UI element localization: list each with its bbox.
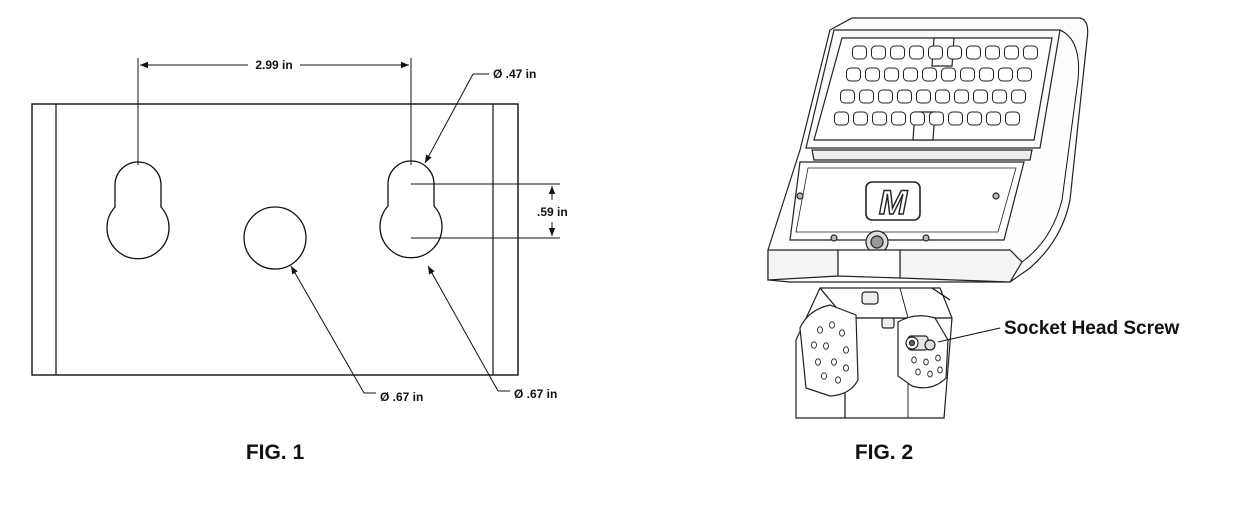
- dim-right-hole-label: Ø .67 in: [514, 387, 557, 401]
- led-lens: [853, 111, 868, 126]
- led-lens: [916, 89, 931, 104]
- fig1-caption: FIG. 1: [246, 441, 305, 464]
- led-lens: [979, 67, 994, 82]
- led-lens: [834, 111, 849, 126]
- led-lens: [948, 111, 963, 126]
- fig2-fixture-drawing: M: [767, 17, 1089, 419]
- led-lens: [985, 45, 1000, 60]
- led-lens: [967, 111, 982, 126]
- led-lens: [935, 89, 950, 104]
- socket-head-screw-callout: Socket Head Screw: [1004, 318, 1180, 339]
- led-lens: [992, 89, 1007, 104]
- led-lens: [909, 45, 924, 60]
- dim-slot-offset-label: .59 in: [537, 205, 568, 219]
- left-keyhole-slot: [106, 161, 170, 260]
- dim-center-hole-label: Ø .67 in: [380, 390, 423, 404]
- led-lens: [973, 89, 988, 104]
- led-lens: [1004, 45, 1019, 60]
- led-lens: [865, 67, 880, 82]
- socket-head-screw: [905, 335, 936, 351]
- right-keyhole-slot: [379, 160, 443, 259]
- fig2-caption: FIG. 2: [855, 441, 913, 464]
- led-lens: [859, 89, 874, 104]
- led-lens: [840, 89, 855, 104]
- fig1-bracket-drawing: 2.99 in Ø .47 in .59 in Ø .67 in Ø .67 i…: [31, 58, 568, 404]
- led-lens: [1017, 67, 1032, 82]
- dim-spacing-label: 2.99 in: [255, 58, 292, 72]
- led-lens: [884, 67, 899, 82]
- led-lens: [872, 111, 887, 126]
- brand-logo: [865, 181, 921, 221]
- led-lens: [891, 111, 906, 126]
- led-lens: [871, 45, 886, 60]
- dim-slot-width-label: Ø .47 in: [493, 67, 536, 81]
- left-side-plate: [799, 304, 859, 397]
- led-lens: [903, 67, 918, 82]
- led-lens: [878, 89, 893, 104]
- right-side-plate: [897, 315, 949, 389]
- led-lens: [910, 111, 925, 126]
- led-lens: [1011, 89, 1026, 104]
- led-lens: [947, 45, 962, 60]
- led-lens: [1005, 111, 1020, 126]
- led-lens: [998, 67, 1013, 82]
- led-lens: [986, 111, 1001, 126]
- led-lens: [928, 45, 943, 60]
- led-lens: [929, 111, 944, 126]
- led-lens: [954, 89, 969, 104]
- led-lens: [890, 45, 905, 60]
- center-round-hole: [243, 206, 307, 270]
- led-lens: [922, 67, 937, 82]
- led-array: [834, 45, 1038, 126]
- led-lens: [897, 89, 912, 104]
- led-lens: [1023, 45, 1038, 60]
- led-lens: [960, 67, 975, 82]
- led-lens: [941, 67, 956, 82]
- led-lens: [852, 45, 867, 60]
- brand-logo-letter: M: [879, 184, 908, 222]
- bracket-plate: [31, 103, 519, 376]
- led-lens: [966, 45, 981, 60]
- led-lens: [846, 67, 861, 82]
